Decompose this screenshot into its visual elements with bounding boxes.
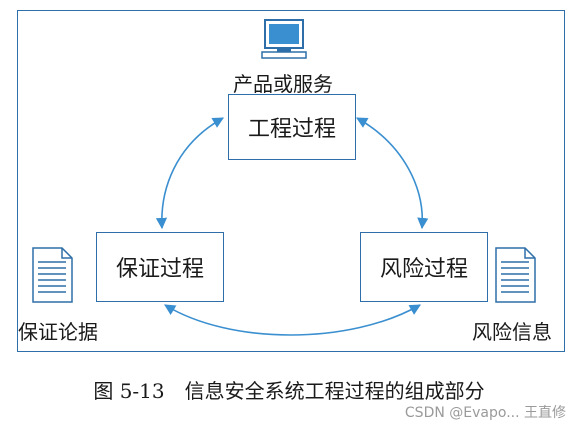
arrow-engineering-assurance <box>155 117 224 230</box>
risk-info-label: 风险信息 <box>472 320 552 344</box>
figure-caption: 图 5-13 信息安全系统工程过程的组成部分 <box>93 379 485 403</box>
computer-icon <box>261 19 307 59</box>
arrow-assurance-risk <box>164 304 421 336</box>
arrow-engineering-risk <box>356 117 429 230</box>
document-icon <box>495 247 536 303</box>
assurance-evidence-label: 保证论据 <box>18 320 98 344</box>
node-engineering: 工程过程 <box>228 94 356 160</box>
document-icon <box>32 247 73 303</box>
watermark: CSDN @Evapo... 王直修 <box>404 405 566 421</box>
diagram-frame <box>17 10 565 352</box>
node-risk: 风险过程 <box>360 232 488 302</box>
node-assurance: 保证过程 <box>96 232 224 302</box>
product-label: 产品或服务 <box>233 72 333 96</box>
